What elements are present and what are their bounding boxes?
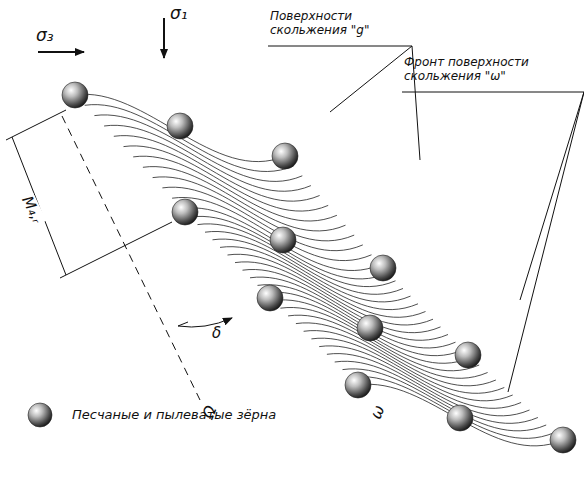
hatch-stroke: [205, 231, 403, 294]
hatch-stroke: [327, 354, 530, 416]
grain: [370, 255, 396, 281]
grain: [550, 427, 576, 453]
grain: [447, 405, 473, 431]
hatch-stroke: [280, 307, 479, 370]
stress-arrow: [163, 18, 165, 58]
hatch-stroke: [304, 331, 505, 394]
hatch-stroke: [358, 384, 563, 446]
extension-line: [60, 222, 172, 278]
leader-line: [330, 46, 412, 112]
label: σ₁: [170, 4, 188, 24]
leader-line: [268, 46, 412, 47]
axis-line: [62, 116, 200, 400]
hatch-stroke: [85, 105, 294, 172]
grain: [357, 315, 383, 341]
hatch-stroke: [220, 247, 418, 310]
hatch-stroke: [243, 269, 441, 332]
hatch-stroke: [228, 254, 426, 317]
hatch-stroke: [296, 323, 496, 386]
label: σ₃: [36, 26, 54, 46]
label: δ: [212, 325, 221, 342]
grain: [172, 199, 198, 225]
slip-surface-hatching: [75, 94, 563, 446]
hatch-stroke: [343, 369, 547, 431]
hatch-stroke: [273, 300, 471, 363]
label: Фронт поверхности скольжения "ω": [404, 56, 582, 84]
dimension-line: [12, 137, 66, 275]
grain: [345, 372, 371, 398]
label: Поверхности скольжения "g": [270, 10, 420, 38]
hatch-stroke: [104, 125, 311, 191]
grain: [272, 143, 298, 169]
angle-arc: [178, 318, 232, 327]
grain-sample: [28, 403, 52, 427]
hatch-stroke: [172, 197, 371, 260]
hatch-stroke: [114, 136, 320, 202]
grain: [62, 82, 88, 108]
legend-text: Песчаные и пылеватые зёрна: [72, 408, 276, 423]
grain: [270, 227, 296, 253]
grains: [62, 82, 576, 453]
hatch-stroke: [75, 94, 285, 161]
grain: [257, 285, 283, 311]
grain: [167, 113, 193, 139]
hatch-stroke: [265, 292, 463, 356]
hatch-stroke: [235, 262, 433, 325]
label: ω: [366, 400, 390, 423]
grain: [455, 342, 481, 368]
hatch-stroke: [133, 156, 337, 221]
hatch-stroke: [311, 338, 512, 401]
hatch-stroke: [335, 361, 538, 423]
extension-line: [6, 110, 66, 140]
hatch-stroke: [162, 187, 362, 251]
hatch-stroke: [250, 277, 448, 340]
hatch-stroke: [258, 285, 456, 348]
label: M₄,ᵣ: [17, 192, 46, 228]
hatch-stroke: [288, 315, 488, 378]
hatch-stroke: [319, 346, 521, 408]
stress-arrow: [38, 51, 84, 53]
angle-arc: [178, 322, 188, 326]
leader-line: [508, 92, 584, 392]
hatch-stroke: [143, 167, 346, 231]
leader-line: [520, 92, 584, 300]
hatch-stroke: [94, 115, 302, 182]
leader-line: [402, 92, 584, 93]
hatch-stroke: [213, 239, 411, 302]
hatch-stroke: [153, 177, 355, 241]
hatch-stroke: [350, 377, 554, 439]
